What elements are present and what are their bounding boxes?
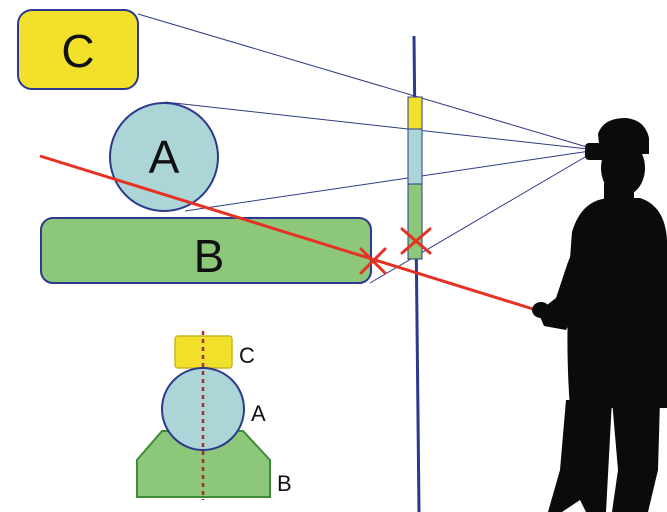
sight-line-b [369, 149, 598, 284]
circle-a: A [109, 102, 219, 212]
circle-a-label: A [149, 131, 180, 183]
sight-line-a-bottom [184, 149, 598, 212]
inset-side-view: C A B [136, 331, 292, 500]
inset-a-label: A [251, 401, 266, 426]
sight-line-a-top [164, 101, 598, 151]
inset-a-shape [161, 367, 245, 451]
sight-lines [137, 13, 598, 284]
projection-c [407, 96, 423, 130]
slab-b-label: B [194, 230, 225, 282]
x-mark-icon [359, 247, 387, 275]
box-c: C [17, 9, 139, 90]
person-silhouette-icon [532, 118, 667, 512]
slab-b: B [40, 217, 372, 284]
box-c-label: C [61, 25, 94, 77]
inset-c-label: C [239, 343, 255, 368]
x-mark-icon [400, 227, 432, 255]
projection-a [407, 128, 423, 185]
sight-line-c [137, 13, 598, 151]
inset-b-shape [136, 430, 271, 498]
pointing-ray [39, 154, 534, 311]
inset-b-label: B [277, 471, 292, 496]
